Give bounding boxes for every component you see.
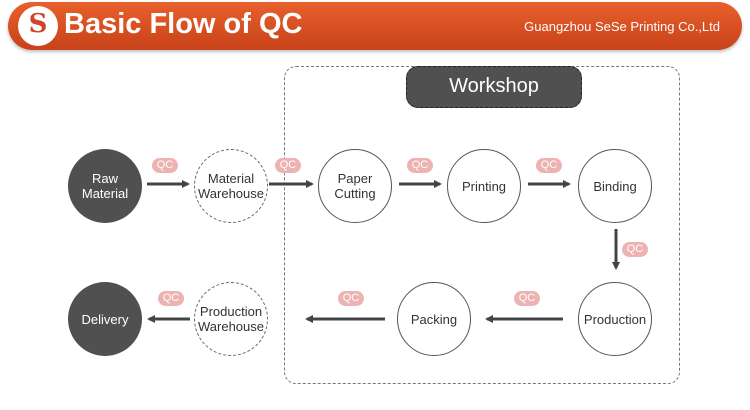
node-production: Production (578, 282, 652, 356)
page-title: Basic Flow of QC (64, 8, 303, 40)
node-paper-cutting: Paper Cutting (318, 149, 392, 223)
logo-glyph: S (28, 9, 48, 39)
node-material-warehouse: Material Warehouse (194, 149, 268, 223)
qc-badge: QC (514, 291, 540, 306)
qc-badge: QC (152, 158, 178, 173)
company-name: Guangzhou SeSe Printing Co.,Ltd (524, 19, 720, 34)
header-banner: S Basic Flow of QC Guangzhou SeSe Printi… (8, 2, 742, 50)
qc-badge: QC (275, 158, 301, 173)
node-packing: Packing (397, 282, 471, 356)
company-logo: S (18, 6, 58, 46)
node-binding: Binding (578, 149, 652, 223)
node-raw-material: Raw Material (68, 149, 142, 223)
qc-badge: QC (158, 291, 184, 306)
node-delivery: Delivery (68, 282, 142, 356)
node-printing: Printing (447, 149, 521, 223)
qc-badge: QC (338, 291, 364, 306)
qc-badge: QC (536, 158, 562, 173)
workshop-label: Workshop (406, 66, 582, 108)
qc-badge: QC (622, 242, 648, 257)
node-production-warehouse: Production Warehouse (194, 282, 268, 356)
qc-badge: QC (407, 158, 433, 173)
